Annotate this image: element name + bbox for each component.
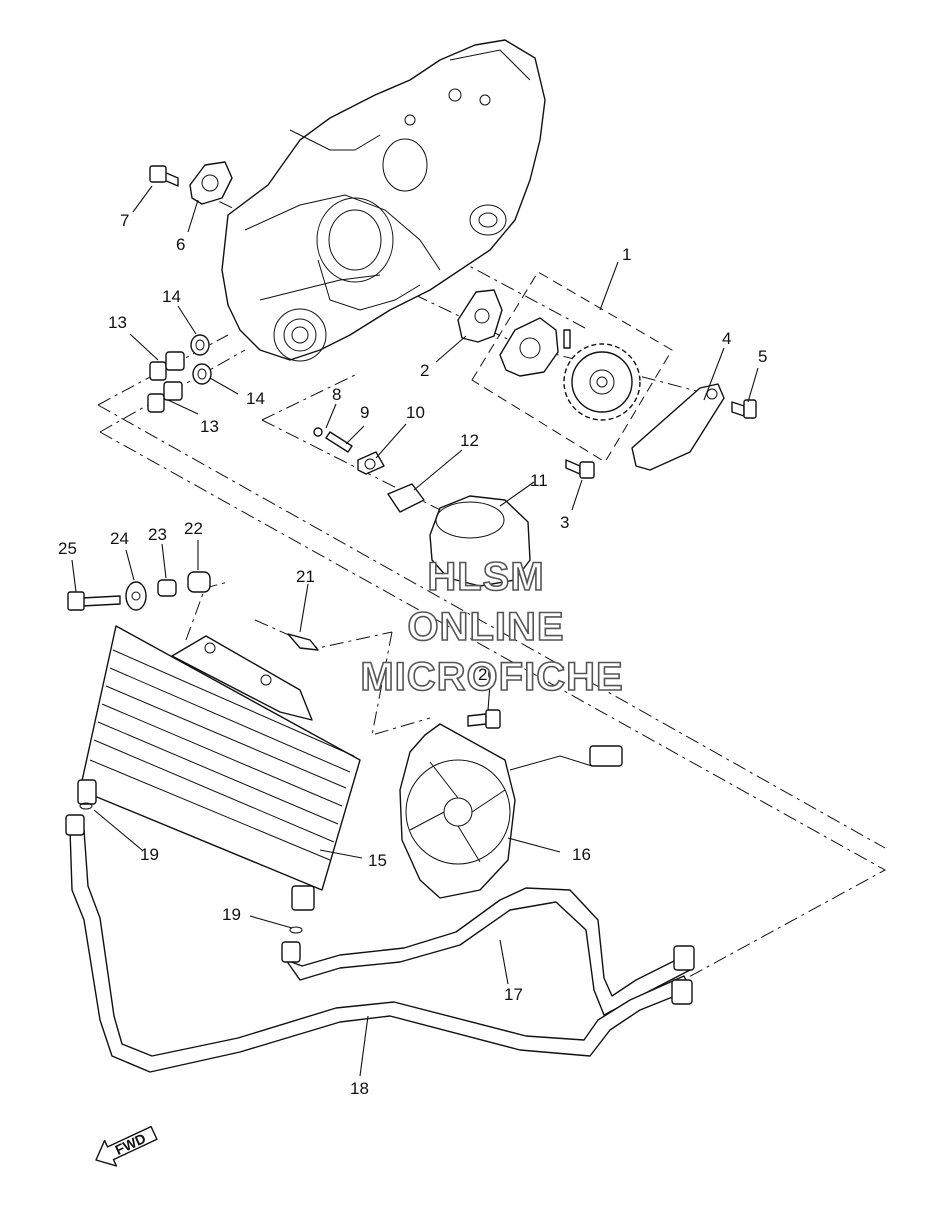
hose-17 <box>285 887 691 1016</box>
callout-14a: 14 <box>162 287 181 306</box>
crankcase <box>221 39 546 362</box>
callout-22: 22 <box>184 519 203 538</box>
callout-17: 17 <box>504 985 523 1004</box>
callout-16: 16 <box>572 845 591 864</box>
oil-cooler <box>77 625 361 911</box>
watermark-line-3: MICROFICHE <box>360 655 623 699</box>
callout-8: 8 <box>332 385 341 404</box>
pump-gear <box>563 343 641 421</box>
hose-18 <box>65 802 695 1073</box>
cooling-fan <box>399 723 623 899</box>
callout-19b: 19 <box>222 905 241 924</box>
callout-5: 5 <box>758 347 767 366</box>
callout-24: 24 <box>110 529 129 548</box>
callout-4: 4 <box>722 329 731 348</box>
fwd-label: FWD <box>113 1130 149 1158</box>
callout-13a: 13 <box>108 313 127 332</box>
callout-3: 3 <box>560 513 569 532</box>
watermark-line-1: HLSM <box>427 555 544 599</box>
callout-23: 23 <box>148 525 167 544</box>
callout-1: 1 <box>622 245 631 264</box>
callout-13b: 13 <box>200 417 219 436</box>
oil-filter <box>429 495 531 587</box>
callout-25: 25 <box>58 539 77 558</box>
callout-labels: 1 2 3 4 5 6 7 8 9 10 11 12 13 13 14 14 1… <box>58 211 767 1098</box>
filter-parts <box>313 427 531 587</box>
bolt-5 <box>731 399 757 419</box>
left-small-parts <box>147 161 233 413</box>
callout-14b: 14 <box>246 389 265 408</box>
callout-6: 6 <box>176 235 185 254</box>
fwd-arrow: FWD <box>95 1125 158 1167</box>
callout-21: 21 <box>296 567 315 586</box>
bolt-3 <box>565 459 595 479</box>
callout-19a: 19 <box>140 845 159 864</box>
watermark: HLSM ONLINE MICROFICHE <box>360 554 624 700</box>
mount-hardware <box>67 571 501 729</box>
fitting-13a <box>149 351 185 381</box>
callout-9: 9 <box>360 403 369 422</box>
fitting-13b <box>147 381 183 413</box>
callout-10: 10 <box>406 403 425 422</box>
callout-18: 18 <box>350 1079 369 1098</box>
callout-20: 20 <box>478 665 497 684</box>
callout-12: 12 <box>460 431 479 450</box>
callout-7: 7 <box>120 211 129 230</box>
callout-2: 2 <box>420 361 429 380</box>
watermark-line-2: ONLINE <box>407 605 564 649</box>
callout-11: 11 <box>530 471 548 490</box>
leader-lines <box>71 185 759 1077</box>
callout-15: 15 <box>368 851 387 870</box>
oil-pump-group <box>457 271 757 479</box>
